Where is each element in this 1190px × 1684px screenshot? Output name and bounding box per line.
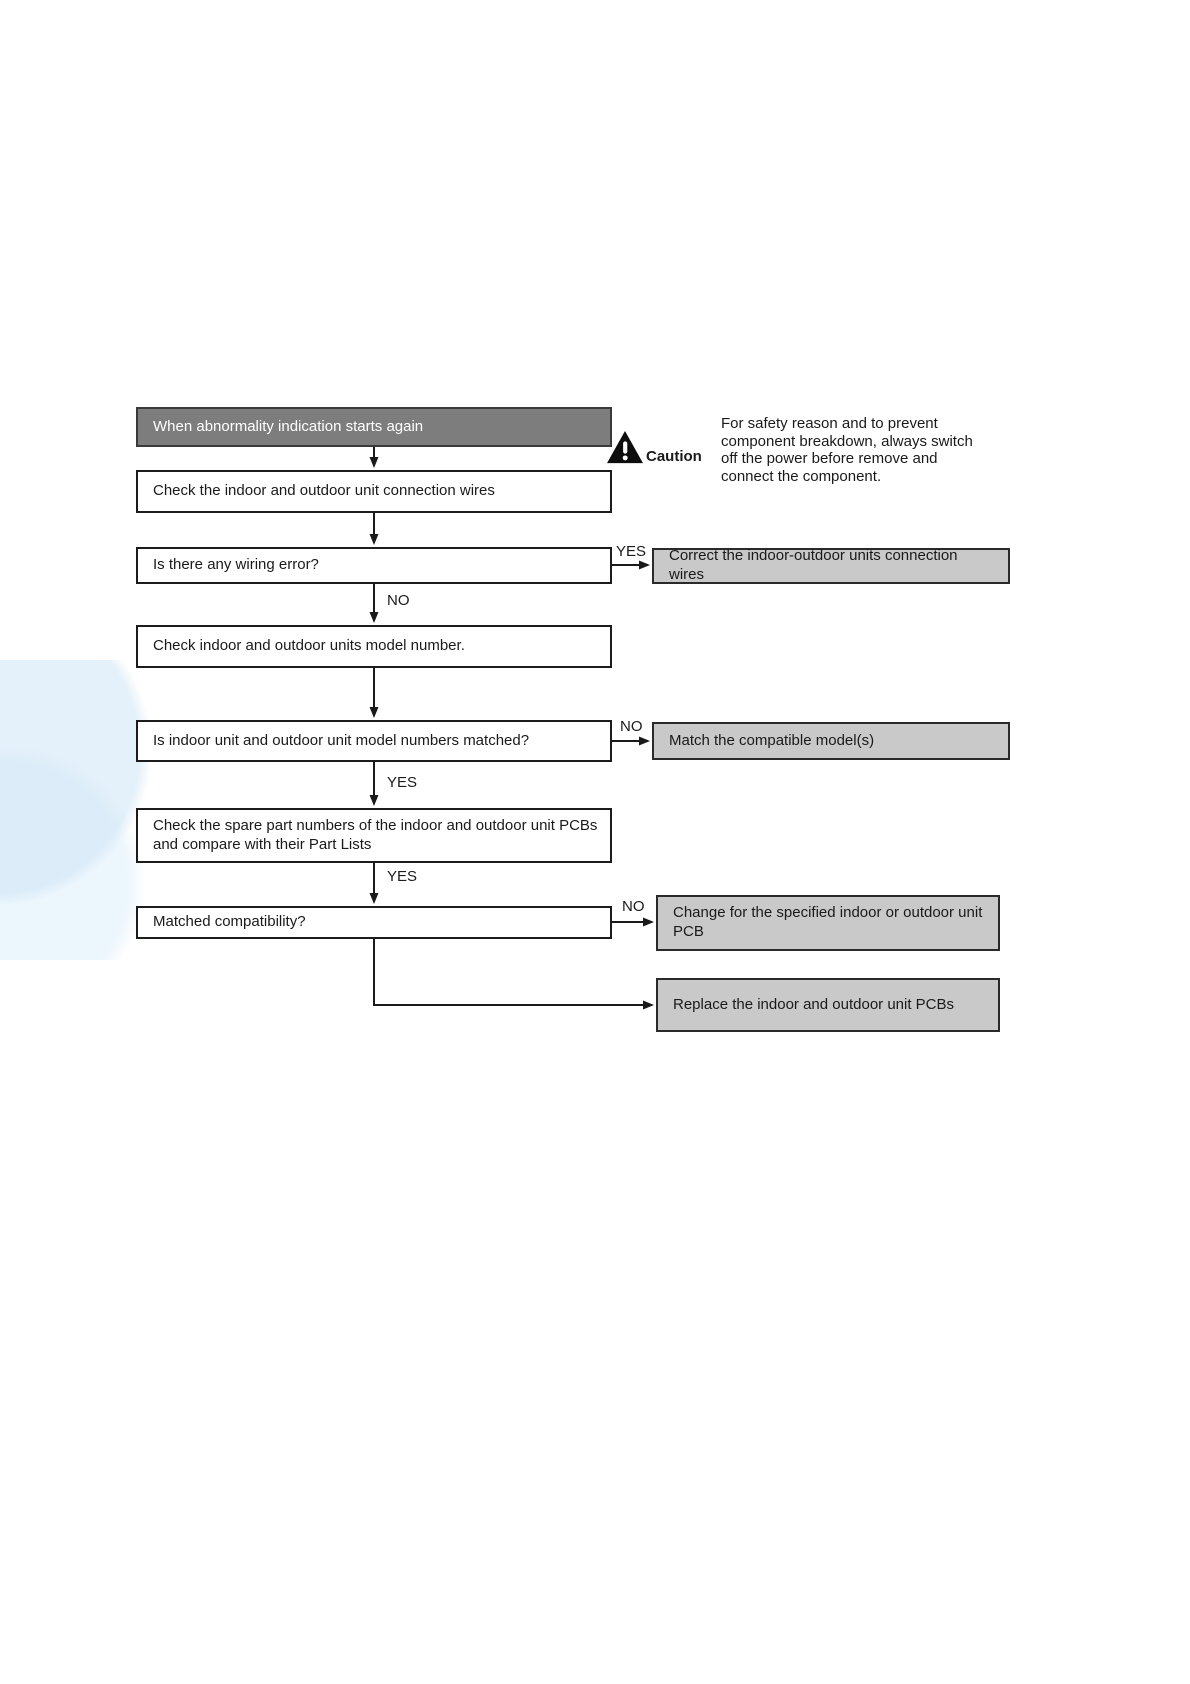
edge-label-spare-parts-yes: YES xyxy=(387,868,418,885)
caution-label: Caution xyxy=(646,448,702,465)
node-start-label: When abnormality indication starts again xyxy=(153,417,424,435)
edge-label-model-matched-yes: YES xyxy=(387,774,418,791)
caution-block xyxy=(606,430,644,465)
node-start: When abnormality indication starts again xyxy=(136,407,612,447)
edge-label-model-matched-no: NO xyxy=(620,718,643,735)
node-check-model: Check indoor and outdoor units model num… xyxy=(136,625,612,668)
node-change-pcb: Change for the specified indoor or outdo… xyxy=(656,895,1000,951)
edge-label-compatibility-no: NO xyxy=(622,898,645,915)
node-check-spare-parts: Check the spare part numbers of the indo… xyxy=(136,808,612,863)
node-correct-wires: Correct the indoor-outdoor units connect… xyxy=(652,547,1010,584)
edge-label-wiring-error-yes: YES xyxy=(616,543,647,560)
node-model-matched-label: Is indoor unit and outdoor unit model nu… xyxy=(153,731,530,749)
node-check-model-label: Check indoor and outdoor units model num… xyxy=(153,637,465,655)
node-matched-compatibility: Matched compatibility? xyxy=(136,906,612,939)
node-wiring-error-label: Is there any wiring error? xyxy=(153,556,319,574)
node-check-wires: Check the indoor and outdoor unit connec… xyxy=(136,470,612,513)
node-check-wires-label: Check the indoor and outdoor unit connec… xyxy=(153,482,495,500)
node-match-model-label: Match the compatible model(s) xyxy=(669,731,875,749)
node-match-model: Match the compatible model(s) xyxy=(652,722,1010,760)
edge-label-wiring-error-no: NO xyxy=(387,592,410,609)
node-correct-wires-label: Correct the indoor-outdoor units connect… xyxy=(669,547,958,583)
node-model-matched: Is indoor unit and outdoor unit model nu… xyxy=(136,720,612,762)
caution-icon xyxy=(607,430,643,464)
node-check-spare-parts-label: Check the spare part numbers of the indo… xyxy=(153,816,598,853)
node-matched-compatibility-label: Matched compatibility? xyxy=(153,913,306,931)
node-wiring-error: Is there any wiring error? xyxy=(136,547,612,584)
caution-text: For safety reason and to prevent compone… xyxy=(721,415,973,486)
node-replace-pcb: Replace the indoor and outdoor unit PCBs xyxy=(656,978,1000,1032)
node-replace-pcb-label: Replace the indoor and outdoor unit PCBs xyxy=(673,995,955,1013)
node-change-pcb-label: Change for the specified indoor or outdo… xyxy=(673,904,983,940)
